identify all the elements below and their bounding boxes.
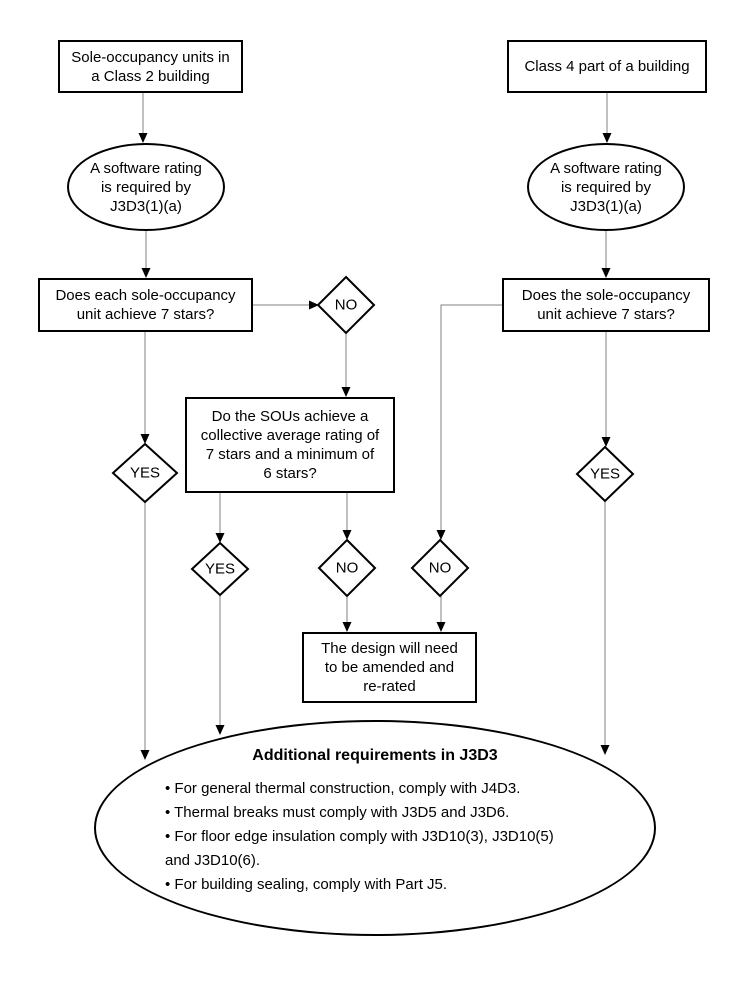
node-software-rating-right: A software rating is required by J3D3(1)… [527,143,685,231]
connector [440,304,502,532]
arrowhead [600,745,610,755]
requirement-bullet: • For general thermal construction, comp… [165,780,521,797]
additional-requirements-title: Additional requirements in J3D3 [252,747,498,764]
node-software-rating-left: A software rating is required by J3D3(1)… [67,143,225,231]
node-question-the-sou: Does the sole-occupancy unit achieve 7 s… [502,278,710,332]
requirement-bullet: • Thermal breaks must comply with J3D5 a… [165,804,510,821]
node-class4: Class 4 part of a building [507,40,707,93]
arrowhead [436,530,446,540]
arrowhead [602,133,612,143]
requirement-bullet: • For building sealing, comply with Part… [165,876,448,893]
arrowhead [309,300,319,310]
arrowhead [601,437,611,447]
arrowhead [342,530,352,540]
yes-label: YES [129,464,161,482]
no-label: NO [428,559,452,577]
arrowhead [342,622,352,632]
arrowheads [138,133,612,760]
yes-diamond-shape [190,541,250,597]
arrowhead [215,725,225,735]
arrowhead [141,268,151,278]
node-question-sous-collective: Do the SOUs achieve a collective average… [185,397,395,493]
requirement-bullet: • For floor edge insulation comply with … [165,828,554,869]
additional-requirements-list: • For general thermal construction, comp… [165,777,575,897]
decision-diamonds [111,275,635,598]
node-sou-class2: Sole-occupancy units in a Class 2 buildi… [58,40,243,93]
connectors [142,93,608,752]
no-diamond-shape [317,538,377,598]
node-amend-rerate: The design will need to be amended and r… [302,632,477,703]
no-label: NO [335,559,359,577]
arrowhead [341,387,351,397]
yes-label: YES [589,465,621,483]
node-question-each-sou: Does each sole-occupancy unit achieve 7 … [38,278,253,332]
node-additional-requirements [94,720,656,936]
yes-diamond-shape [111,442,179,504]
arrowhead [140,434,150,444]
arrowhead [436,622,446,632]
yes-diamond-shape [575,445,635,503]
no-diamond-shape [410,538,470,598]
arrowhead [140,750,150,760]
no-diamond-shape [316,275,376,335]
arrowhead [601,268,611,278]
yes-label: YES [204,560,236,578]
arrowhead [215,533,225,543]
arrowhead [138,133,148,143]
no-label: NO [334,296,358,314]
